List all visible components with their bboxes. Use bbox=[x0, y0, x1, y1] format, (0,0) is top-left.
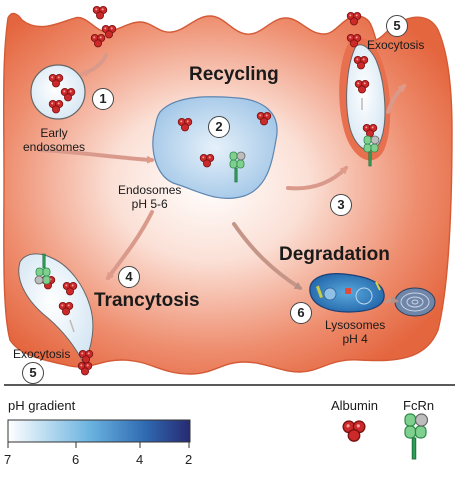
label-degradation: Degradation bbox=[279, 244, 390, 265]
legend-albumin-label: Albumin bbox=[331, 398, 378, 413]
step-3: 3 bbox=[330, 194, 352, 216]
step-4: 4 bbox=[118, 266, 140, 288]
step-5-bottom: 5 bbox=[22, 362, 44, 384]
label-exocytosis-top: Exocytosis bbox=[367, 38, 425, 52]
legend-fcrn-label: FcRn bbox=[403, 398, 435, 413]
label-lysosomes: Lysosomes pH 4 bbox=[325, 318, 386, 346]
early-endosome bbox=[30, 64, 86, 120]
label-early-endosomes: Early endosomes bbox=[23, 126, 86, 154]
degraded-body bbox=[394, 287, 436, 317]
label-endosomes: Endosomes pH 5-6 bbox=[118, 183, 182, 211]
fcrn-icon bbox=[404, 413, 429, 460]
label-recycling: Recycling bbox=[189, 64, 279, 85]
ph-tick-7: 7 bbox=[4, 452, 12, 467]
pathway-arrows bbox=[38, 53, 407, 304]
step-2: 2 bbox=[208, 116, 230, 138]
ph-tick-4: 4 bbox=[136, 452, 144, 467]
step-5-top: 5 bbox=[386, 15, 408, 37]
ph-tick-2: 2 bbox=[185, 452, 193, 467]
label-exocytosis-bottom: Exocytosis bbox=[13, 347, 71, 361]
ph-tick-6: 6 bbox=[72, 452, 80, 467]
albumin-icon bbox=[342, 420, 366, 443]
exocytosis-vesicle-top bbox=[346, 44, 386, 151]
step-6: 6 bbox=[290, 302, 312, 324]
label-trancytosis: Trancytosis bbox=[94, 290, 200, 311]
ph-gradient-bar bbox=[7, 419, 191, 443]
step-1: 1 bbox=[92, 88, 114, 110]
ph-gradient-title: pH gradient bbox=[8, 398, 76, 413]
